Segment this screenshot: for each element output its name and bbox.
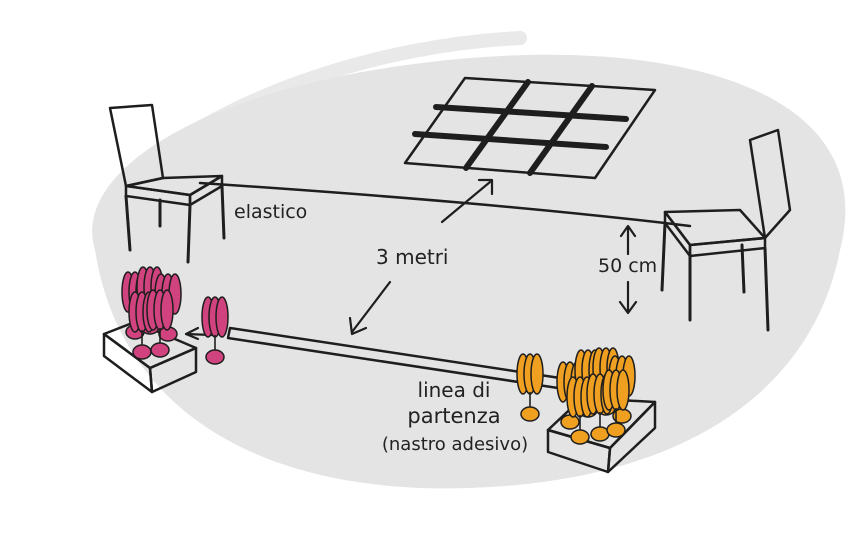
label-start-line-3: (nastro adesivo) [381,434,529,455]
shuttlecock-icon [146,289,174,358]
shuttlecock-icon [516,353,544,422]
floor-area [92,54,846,489]
floor-brush-edge [113,31,527,192]
chair-left [108,103,226,264]
elastic-cord [198,181,692,228]
shuttlecocks-pink [121,266,229,365]
label-distance: 3 metri [376,245,449,269]
chair-right [660,128,792,332]
label-start-line-2: partenza [407,404,501,428]
shuttlecock-icon [602,369,630,438]
height-arrow [618,224,638,315]
shuttlecock-icon [201,296,229,365]
label-height: 50 cm [598,255,658,277]
shuttlecocks-orange [516,347,636,445]
distance-arrow [348,178,494,336]
tic-tac-toe-grid [403,76,657,180]
label-start-line-1: linea di [417,378,491,402]
label-elastico: elastico [234,201,308,223]
